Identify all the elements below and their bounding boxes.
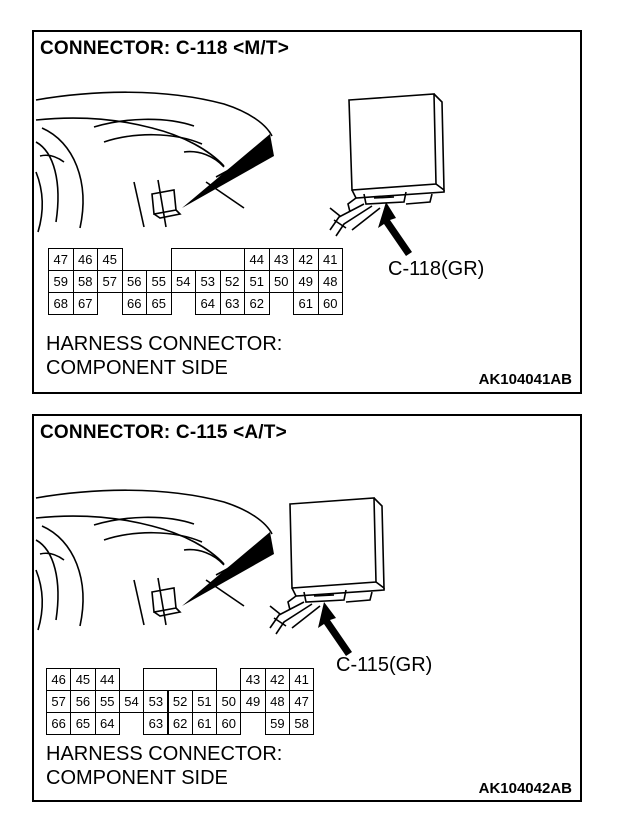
pin-cell: 47	[289, 690, 315, 713]
caption-line-1: HARNESS CONNECTOR:	[46, 333, 283, 355]
pin-cell: 53	[143, 690, 169, 713]
pin-cell: 42	[264, 668, 290, 691]
pin-cell: 67	[72, 292, 98, 315]
pin-cell: 64	[94, 712, 120, 735]
pin-cell: 59	[264, 712, 290, 735]
pin-cell: 56	[70, 690, 96, 713]
pin-cell: 61	[191, 712, 218, 735]
pin-cell: 46	[46, 668, 72, 691]
pin-cell: 52	[167, 690, 193, 713]
pin-cell: 64	[195, 292, 221, 315]
pin-cell: 44	[94, 668, 120, 691]
pin-cell: 43	[240, 668, 266, 691]
pin-cell: 51	[244, 270, 270, 293]
pin-cell: 43	[268, 248, 294, 271]
pin-cell: 62	[167, 712, 193, 735]
figure-code: AK104042AB	[478, 780, 572, 797]
pin-cell: 54	[118, 690, 145, 713]
pin-cell: 45	[70, 668, 96, 691]
figure-code: AK104041AB	[478, 371, 572, 388]
pin-cell: 46	[72, 248, 98, 271]
pin-cell: 42	[293, 248, 319, 271]
pin-cell: 50	[216, 690, 242, 713]
pin-cell: 48	[264, 690, 290, 713]
connector-callout-label: C-115(GR)	[336, 654, 433, 676]
pin-cell: 53	[195, 270, 221, 293]
pin-cell: 44	[244, 248, 270, 271]
dashboard-illustration	[35, 489, 385, 656]
pin-cell: 63	[219, 292, 245, 315]
pin-cell: 47	[48, 248, 74, 271]
pin-cell: 55	[94, 690, 120, 713]
pin-cell: 62	[244, 292, 270, 315]
dashboard-illustration	[35, 91, 445, 256]
pin-cell: 65	[70, 712, 96, 735]
caption-line-2: COMPONENT SIDE	[46, 357, 228, 379]
pin-cell: 58	[72, 270, 98, 293]
pin-cell: 65	[146, 292, 172, 315]
connector-title: CONNECTOR: C-118 <M/T>	[40, 38, 289, 59]
connector-shell-outline	[170, 248, 245, 271]
pin-cell: 60	[317, 292, 343, 315]
pin-cell: 58	[289, 712, 315, 735]
pin-cell: 66	[46, 712, 72, 735]
pin-cell: 66	[121, 292, 147, 315]
pin-cell: 49	[240, 690, 266, 713]
pin-cell: 60	[216, 712, 242, 735]
pin-cell: 56	[121, 270, 147, 293]
caption-line-1: HARNESS CONNECTOR:	[46, 743, 283, 765]
pin-cell: 49	[293, 270, 319, 293]
pin-cell: 41	[289, 668, 315, 691]
pin-cell: 59	[48, 270, 74, 293]
pin-cell: 45	[97, 248, 123, 271]
pin-cell: 50	[268, 270, 294, 293]
pin-cell: 52	[219, 270, 245, 293]
pin-cell: 55	[146, 270, 172, 293]
connector-title: CONNECTOR: C-115 <A/T>	[40, 422, 287, 443]
pin-cell: 63	[143, 712, 169, 735]
pin-cell: 68	[48, 292, 74, 315]
pin-cell: 51	[191, 690, 218, 713]
pin-cell: 57	[46, 690, 72, 713]
connector-callout-label: C-118(GR)	[388, 258, 485, 280]
pin-cell: 61	[293, 292, 319, 315]
pin-cell: 54	[170, 270, 196, 293]
caption-line-2: COMPONENT SIDE	[46, 767, 228, 789]
pin-cell: 41	[317, 248, 343, 271]
pin-cell: 48	[317, 270, 343, 293]
connector-shell-outline	[143, 668, 218, 691]
pin-cell: 57	[97, 270, 123, 293]
